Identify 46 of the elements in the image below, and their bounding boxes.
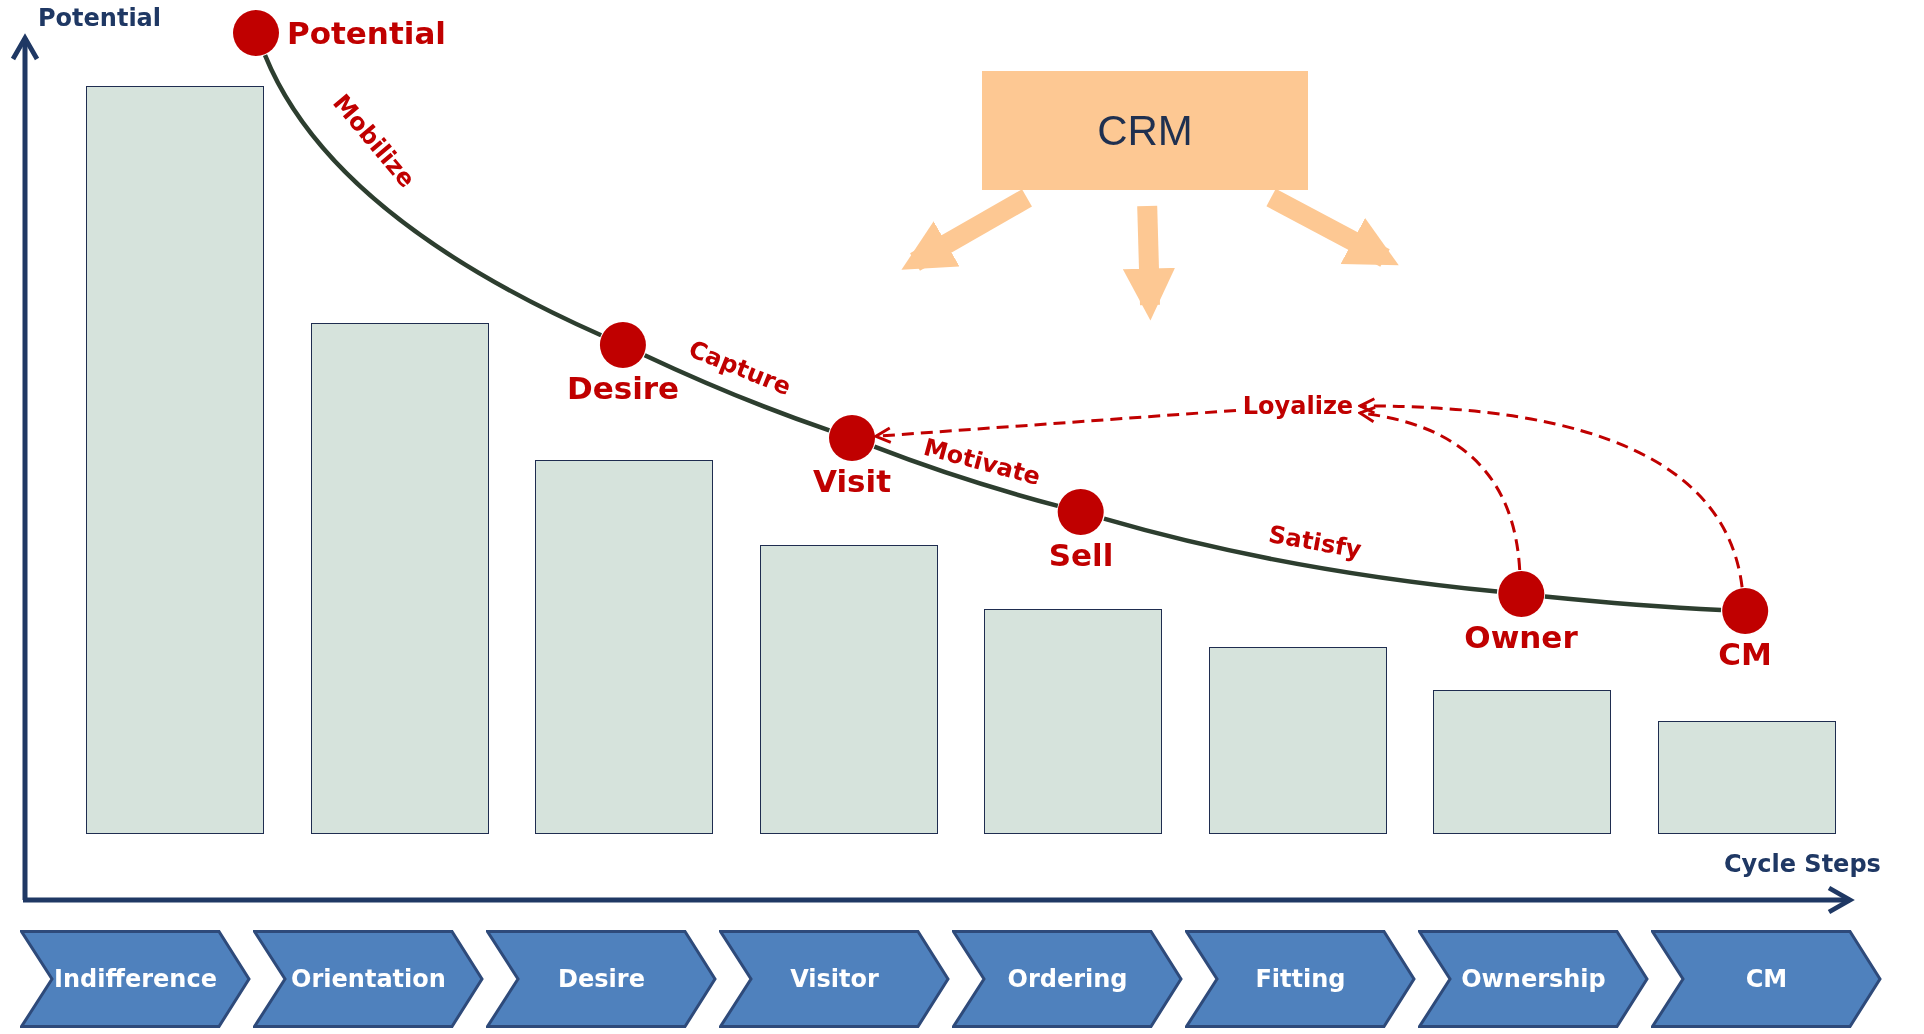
process-step: [1185, 930, 1416, 1028]
point-label: Owner: [1464, 619, 1578, 655]
process-step: [1418, 930, 1649, 1028]
node-label: Loyalize: [1236, 388, 1360, 424]
process-step: [1651, 930, 1882, 1028]
bar: [535, 460, 713, 834]
point-label: Sell: [1048, 537, 1114, 573]
point-label: Potential: [287, 15, 446, 51]
bar: [759, 545, 938, 834]
bar: [1433, 690, 1611, 834]
point-label: Visit: [813, 463, 891, 499]
process-step: [253, 930, 484, 1028]
curve-line: [873, 444, 1059, 509]
block-arrow: [1266, 188, 1399, 267]
curve-line: [262, 54, 603, 338]
curve-line: [1103, 516, 1498, 594]
bar: [984, 609, 1162, 834]
step-label: Indifference: [54, 965, 217, 993]
axis-title: Cycle Steps: [1724, 850, 1881, 878]
step-label: Orientation: [291, 965, 446, 993]
step-label: CM: [1745, 965, 1788, 993]
process-step: [952, 930, 1183, 1028]
point-label: CM: [1718, 636, 1772, 672]
step-label: Visitor: [790, 965, 879, 993]
bar: [86, 86, 264, 834]
block-arrow: [901, 189, 1032, 271]
step-label: Ordering: [1007, 965, 1128, 993]
curve-line: [643, 353, 831, 433]
axis-title: Potential: [38, 4, 162, 32]
bar: [310, 323, 489, 834]
process-step: [719, 930, 950, 1028]
point-label: Desire: [566, 370, 680, 406]
edge-label: Satisfy: [1266, 520, 1364, 564]
dashed-arrow: [874, 408, 1237, 444]
step-label: Desire: [558, 965, 645, 993]
bar: [1657, 721, 1836, 834]
block-arrow: [1123, 205, 1175, 321]
process-step: [20, 930, 251, 1028]
step-label: Fitting: [1255, 965, 1346, 993]
bar: [1208, 647, 1387, 834]
crm-box: CRM: [982, 71, 1308, 190]
dashed-arrow: [1358, 397, 1744, 588]
step-label: Ownership: [1461, 965, 1606, 993]
process-step: [486, 930, 717, 1028]
dashed-arrow: [1358, 406, 1522, 571]
curve-line: [1544, 594, 1722, 613]
